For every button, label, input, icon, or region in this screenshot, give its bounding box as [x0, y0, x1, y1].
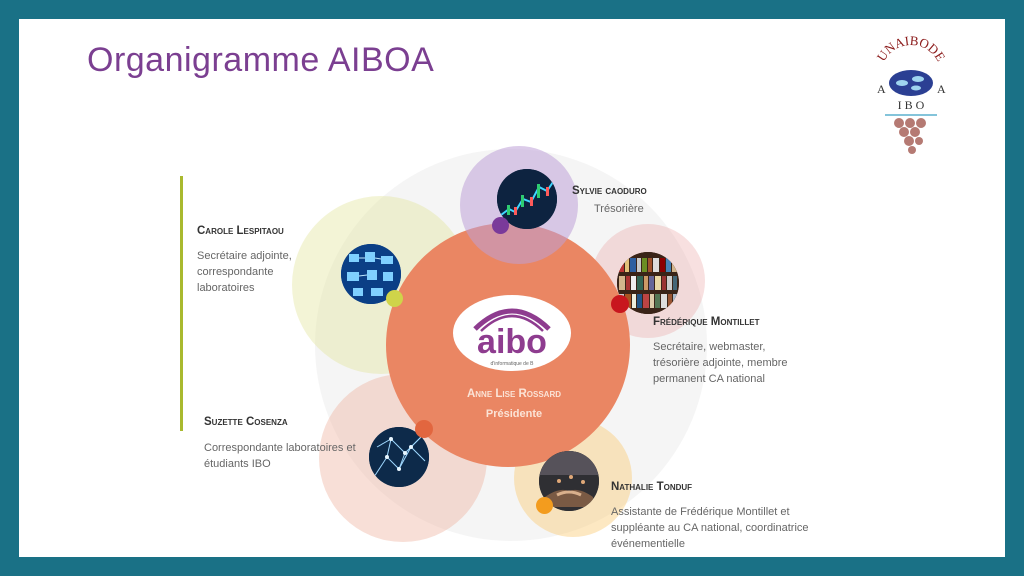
dot-nathalie [536, 497, 553, 514]
logo-top-text: UNAIBODE [874, 35, 949, 64]
aibo-logo-graphic: aibo d'informatique de B [473, 308, 551, 367]
president-name: Anne Lise Rossard [466, 388, 562, 400]
accent-bar [180, 176, 183, 431]
dot-suzette [415, 420, 433, 438]
svg-text:I B O: I B O [898, 98, 925, 112]
stock-chart-icon [497, 169, 557, 229]
president-role: Présidente [485, 408, 543, 420]
role-sylvie: Trésorière [594, 203, 644, 215]
name-frederique: Frédérique Montillet [653, 316, 760, 328]
name-suzette: Suzette Cosenza [204, 416, 288, 428]
dot-frederique [611, 295, 629, 313]
role-nathalie: Assistante de Frédérique Montillet et su… [611, 506, 809, 550]
dot-carole [386, 290, 403, 307]
aibo-logo: aibo d'informatique de B [453, 295, 571, 371]
svg-text:UNAIBODE: UNAIBODE [874, 35, 949, 64]
name-nathalie: Nathalie Tonduf [611, 481, 693, 493]
dot-sylvie [492, 217, 509, 234]
name-sylvie: Sylvie caoduro [572, 185, 647, 197]
svg-text:A: A [877, 82, 886, 96]
photo-sylvie [497, 169, 557, 229]
unaibode-logo: UNAIBODE A A I B O [874, 35, 949, 154]
role-suzette: Correspondante laboratoires et étudiants… [204, 442, 356, 470]
role-frederique: Secrétaire, webmaster, trésorière adjoin… [653, 341, 788, 385]
page-title: Organigramme AIBOA [87, 41, 435, 79]
slide: Organigramme AIBOA UNAIBODE A A I B O [19, 19, 1005, 557]
name-carole: Carole Lespitaou [197, 225, 284, 237]
svg-text:A: A [937, 82, 946, 96]
svg-text:aibo: aibo [477, 323, 547, 361]
svg-text:d'informatique de B: d'informatique de B [491, 361, 535, 367]
role-carole: Secrétaire adjointe, correspondante labo… [197, 250, 292, 294]
